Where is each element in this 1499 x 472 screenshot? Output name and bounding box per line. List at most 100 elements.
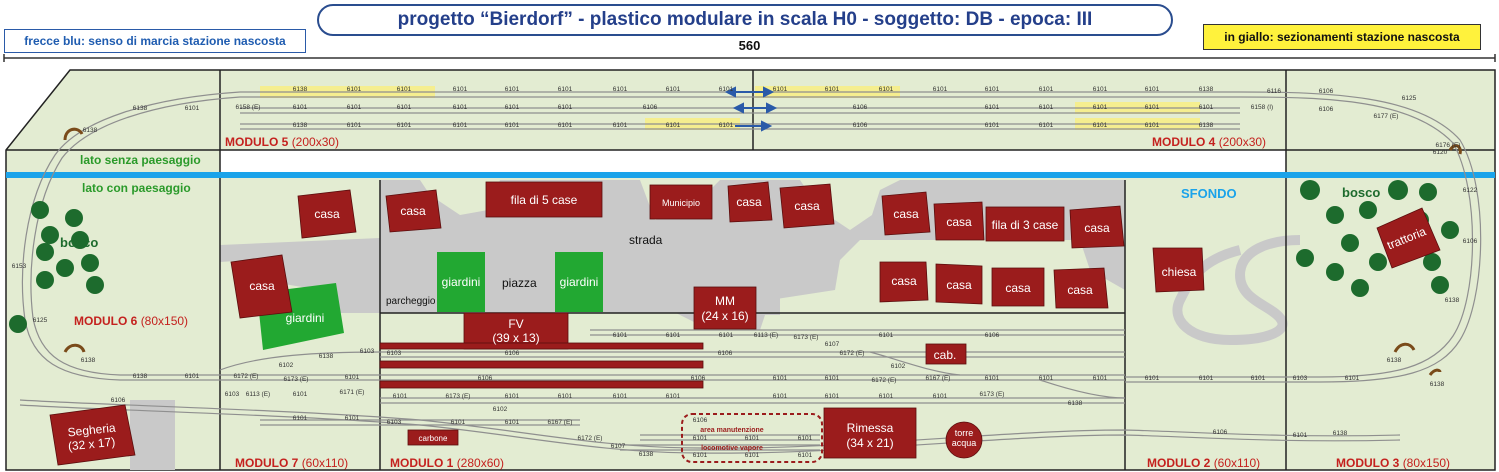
track-code: 6101: [293, 104, 308, 111]
track-code: 6106: [853, 122, 868, 129]
track-code: 6102: [279, 362, 294, 369]
building-torre-2: acqua: [952, 438, 977, 448]
track-code: 6173 (E): [284, 376, 309, 383]
track-code: 6101: [1093, 122, 1108, 129]
track-code: 6101: [879, 393, 894, 400]
track-code: 6138: [83, 127, 98, 134]
track-code: 6101: [505, 86, 520, 93]
track-code: 6138: [1445, 297, 1460, 304]
track-code: 6101: [613, 332, 628, 339]
track-code: 6113 (E): [754, 332, 778, 339]
track-code: 6158 (I): [1251, 104, 1273, 111]
note-yellow-sections: in giallo: sezionamenti stazione nascost…: [1203, 24, 1481, 50]
track-code: 6101: [1251, 375, 1266, 382]
maintenance-area-label: area manutenzione: [700, 427, 764, 434]
track-code: 6107: [825, 341, 840, 348]
module-label-4: MODULO 4 (200x30): [1152, 135, 1266, 149]
tracks: [19, 91, 1482, 454]
track-code: 6101: [1199, 375, 1214, 382]
track-code: 6101: [293, 415, 308, 422]
building-cab: cab.: [934, 348, 957, 362]
track-code: 6101: [185, 373, 200, 380]
building-fv: FV: [508, 317, 523, 331]
building-rimessa: Rimessa: [847, 421, 894, 435]
module-label-2: MODULO 2 (60x110): [1147, 456, 1260, 470]
track-code: 6101: [1039, 122, 1054, 129]
track-code: 6103: [387, 419, 402, 426]
track-code: 6106: [478, 375, 493, 382]
track-code: 6101: [397, 122, 412, 129]
label-bosco-right: bosco: [1342, 185, 1380, 200]
track-code: 6101: [825, 393, 840, 400]
track-code: 6138: [1387, 357, 1402, 364]
track-code: 6101: [1293, 432, 1308, 439]
track-code: 6101: [745, 452, 760, 459]
track-code: 6101: [985, 104, 1000, 111]
module-label-7: MODULO 7 (60x110): [235, 456, 348, 470]
track-code: 6101: [345, 374, 360, 381]
track-code: 6172 (E): [234, 373, 259, 380]
label-strada: strada: [629, 233, 663, 247]
track-code: 6101: [558, 393, 573, 400]
track-code: 6101: [1039, 104, 1054, 111]
track-code: 6138: [1199, 122, 1214, 129]
track-code: 6106: [1319, 88, 1334, 95]
building-casa-5: casa: [794, 199, 820, 213]
track-code: 6138: [133, 373, 148, 380]
track-code: 6101: [933, 393, 948, 400]
building-casa-11: casa: [1005, 281, 1031, 295]
track-code: 6177 (E): [1374, 113, 1399, 120]
track-code: 6101: [693, 452, 708, 459]
track-code: 6125: [33, 317, 48, 324]
label-lato-senza: lato senza paesaggio: [80, 153, 201, 167]
track-code: 6101: [613, 393, 628, 400]
label-sfondo: SFONDO: [1181, 186, 1237, 201]
track-code: 6101: [666, 122, 681, 129]
track-code: 6103: [1293, 375, 1308, 382]
track-code: 6101: [613, 122, 628, 129]
building-torre: torre: [955, 428, 974, 438]
track-code-labels: 6138 6101 6101 6101 6101 6101 6101 6101 …: [12, 86, 1478, 459]
building-casa-4: casa: [736, 195, 762, 209]
track-code: 6103: [360, 348, 375, 355]
track-code: 6101: [985, 375, 1000, 382]
track-code: 6101: [393, 393, 408, 400]
building-chiesa: chiesa: [1162, 265, 1197, 279]
building-municipio: Municipio: [662, 198, 700, 208]
track-code: 6101: [558, 104, 573, 111]
module-label-6: MODULO 6 (80x150): [74, 314, 188, 328]
track-code: 6106: [985, 332, 1000, 339]
track-code: 6101: [666, 393, 681, 400]
track-code: 6101: [1345, 375, 1360, 382]
track-code: 6101: [985, 122, 1000, 129]
track-code: 6101: [558, 122, 573, 129]
building-segheria-size: (32 x 17): [67, 435, 116, 454]
track-code: 6101: [397, 104, 412, 111]
track-code: 6167 (E): [926, 375, 951, 382]
track-code: 6101: [345, 415, 360, 422]
track-code: 6101: [1093, 104, 1108, 111]
label-lato-con: lato con paesaggio: [82, 181, 191, 195]
track-code: 6106: [111, 397, 126, 404]
track-code: 6173 (E): [980, 391, 1005, 398]
track-code: 6138: [1430, 381, 1445, 388]
track-code: 6106: [853, 104, 868, 111]
track-code: 6138: [639, 451, 654, 458]
label-parcheggio: parcheggio: [386, 296, 436, 307]
track-code: 6173 (E): [446, 393, 471, 400]
building-carbone: carbone: [419, 434, 448, 443]
bumpers: [63, 127, 1462, 376]
track-code: 6138: [133, 105, 148, 112]
track-code: 6101: [719, 122, 734, 129]
maintenance-area-label-2: locomotive vapore: [701, 445, 763, 452]
track-code: 6101: [453, 86, 468, 93]
track-code: 6101: [453, 122, 468, 129]
building-casa-12: casa: [1067, 283, 1093, 297]
building-fila3: fila di 3 case: [992, 218, 1059, 232]
track-code: 6101: [347, 104, 362, 111]
building-fila5: fila di 5 case: [511, 193, 578, 207]
track-code: 6101: [879, 332, 894, 339]
track-code: 6138: [1068, 400, 1083, 407]
track-code: 6113 (E): [246, 391, 270, 398]
